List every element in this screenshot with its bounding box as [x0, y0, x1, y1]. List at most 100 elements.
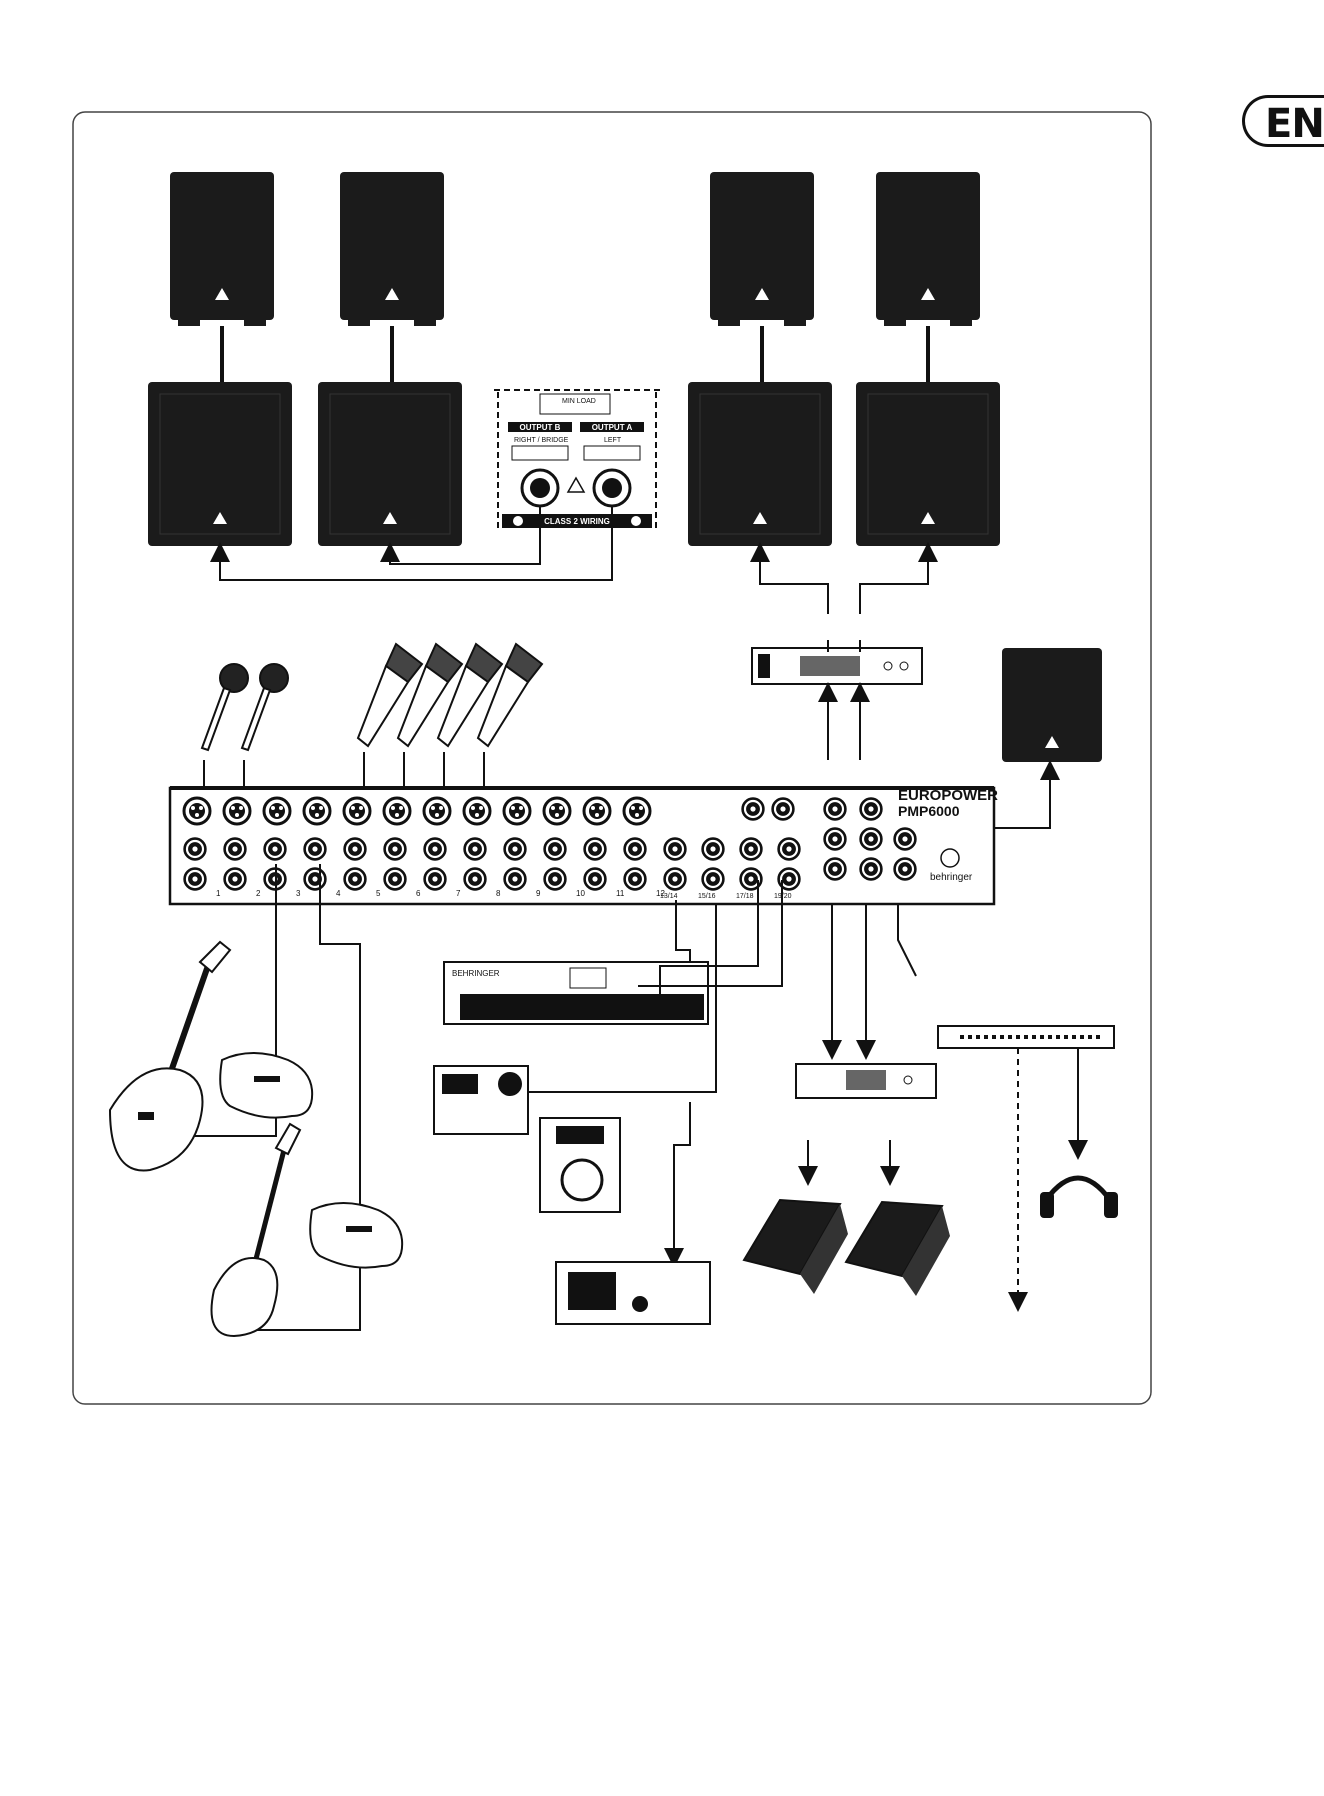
mixer-jack[interactable] — [741, 839, 762, 860]
top-speaker — [340, 172, 444, 326]
floor-monitor — [744, 1200, 848, 1294]
insert-jack[interactable] — [545, 869, 566, 890]
xlr-input-jack[interactable] — [424, 798, 450, 824]
insert-jack[interactable] — [385, 869, 406, 890]
output-b-label: OUTPUT B — [520, 423, 561, 432]
mixer-jack[interactable] — [743, 799, 764, 820]
drum-machine — [434, 1066, 528, 1134]
channel-number: 7 — [456, 889, 461, 898]
mixer-jack[interactable] — [703, 839, 724, 860]
mixer-model: PMP6000 — [898, 803, 960, 819]
xlr-input-jack[interactable] — [224, 798, 250, 824]
insert-jack[interactable] — [305, 869, 326, 890]
effects-pedal — [310, 1203, 402, 1268]
microphone — [202, 664, 248, 750]
xlr-input-jack[interactable] — [184, 798, 210, 824]
behringer-logo-icon — [941, 849, 959, 867]
subwoofer — [148, 382, 292, 546]
xlr-input-jack[interactable] — [584, 798, 610, 824]
xlr-input-jack[interactable] — [504, 798, 530, 824]
monitor-speaker — [1002, 648, 1102, 762]
line-input-jack[interactable] — [625, 839, 646, 860]
top-speaker — [710, 172, 814, 326]
cd-player — [540, 1118, 620, 1212]
line-input-jack[interactable] — [305, 839, 326, 860]
xlr-input-jack[interactable] — [344, 798, 370, 824]
bass-guitar — [212, 1124, 301, 1336]
line-input-jack[interactable] — [265, 839, 286, 860]
mixer-jack[interactable] — [825, 859, 846, 880]
mixer-jack[interactable] — [825, 829, 846, 850]
line-input-jack[interactable] — [505, 839, 526, 860]
mixer-brand: EUROPOWER — [898, 787, 998, 804]
subwoofer — [688, 382, 832, 546]
insert-jack[interactable] — [505, 869, 526, 890]
class2-label: CLASS 2 WIRING — [544, 517, 610, 526]
insert-jack[interactable] — [185, 869, 206, 890]
output-a-label: OUTPUT A — [592, 423, 633, 432]
insert-jack[interactable] — [345, 869, 366, 890]
power-amplifier — [752, 648, 922, 684]
xlr-input-jack[interactable] — [304, 798, 330, 824]
mixer-jack[interactable] — [773, 799, 794, 820]
insert-jack[interactable] — [425, 869, 446, 890]
subwoofer — [856, 382, 1000, 546]
channel-number: 11 — [616, 889, 625, 898]
channel-number: 1 — [216, 889, 221, 898]
mixer-jack[interactable] — [779, 839, 800, 860]
left-label: LEFT — [604, 437, 622, 444]
headphone-amplifier — [938, 1026, 1114, 1048]
line-input-jack[interactable] — [545, 839, 566, 860]
line-input-jack[interactable] — [345, 839, 366, 860]
channel-number: 10 — [576, 889, 585, 898]
insert-jack[interactable] — [225, 869, 246, 890]
amp-output-panel: MIN LOAD OUTPUT B OUTPUT A RIGHT / BRIDG… — [494, 390, 662, 530]
channel-number: 3 — [296, 889, 301, 898]
mixer-jack[interactable] — [895, 829, 916, 850]
line-input-jack[interactable] — [185, 839, 206, 860]
xlr-input-jack[interactable] — [544, 798, 570, 824]
channel-number: 8 — [496, 889, 501, 898]
channel-number: 5 — [376, 889, 381, 898]
keyboard-brand: BEHRINGER — [452, 969, 500, 978]
channel-number: 4 — [336, 889, 341, 898]
mixer-jack[interactable] — [665, 869, 686, 890]
line-input-jack[interactable] — [385, 839, 406, 860]
mixer-jack[interactable] — [703, 869, 724, 890]
mixer-jack[interactable] — [861, 859, 882, 880]
min-load-label: MIN LOAD — [562, 398, 596, 405]
subwoofer — [318, 382, 462, 546]
mixer-jack[interactable] — [861, 829, 882, 850]
xlr-input-jack[interactable] — [384, 798, 410, 824]
mixer-jack[interactable] — [825, 799, 846, 820]
insert-jack[interactable] — [625, 869, 646, 890]
keyboard: BEHRINGER — [444, 962, 708, 1024]
effects-pedal — [220, 1053, 312, 1118]
line-input-jack[interactable] — [225, 839, 246, 860]
effects-processor — [556, 1262, 710, 1324]
line-input-jack[interactable] — [425, 839, 446, 860]
xlr-input-jack[interactable] — [624, 798, 650, 824]
xlr-input-jack[interactable] — [264, 798, 290, 824]
insert-jack[interactable] — [465, 869, 486, 890]
floor-monitor — [846, 1202, 950, 1296]
channel-number: 2 — [256, 889, 261, 898]
insert-jack[interactable] — [585, 869, 606, 890]
mixer-logo-text: behringer — [930, 872, 973, 883]
headphones-icon — [1040, 1178, 1118, 1218]
channel-number: 15/16 — [698, 893, 716, 900]
line-input-jack[interactable] — [585, 839, 606, 860]
mixer-jack[interactable] — [665, 839, 686, 860]
xlr-input-jack[interactable] — [464, 798, 490, 824]
line-input-jack[interactable] — [465, 839, 486, 860]
mixer-jack[interactable] — [861, 799, 882, 820]
warning-icon — [568, 478, 584, 492]
channel-number: 17/18 — [736, 893, 754, 900]
channel-number: 9 — [536, 889, 541, 898]
channel-number: 13/14 — [660, 893, 678, 900]
mixer-jack[interactable] — [895, 859, 916, 880]
top-speaker — [170, 172, 274, 326]
channel-number: 6 — [416, 889, 421, 898]
